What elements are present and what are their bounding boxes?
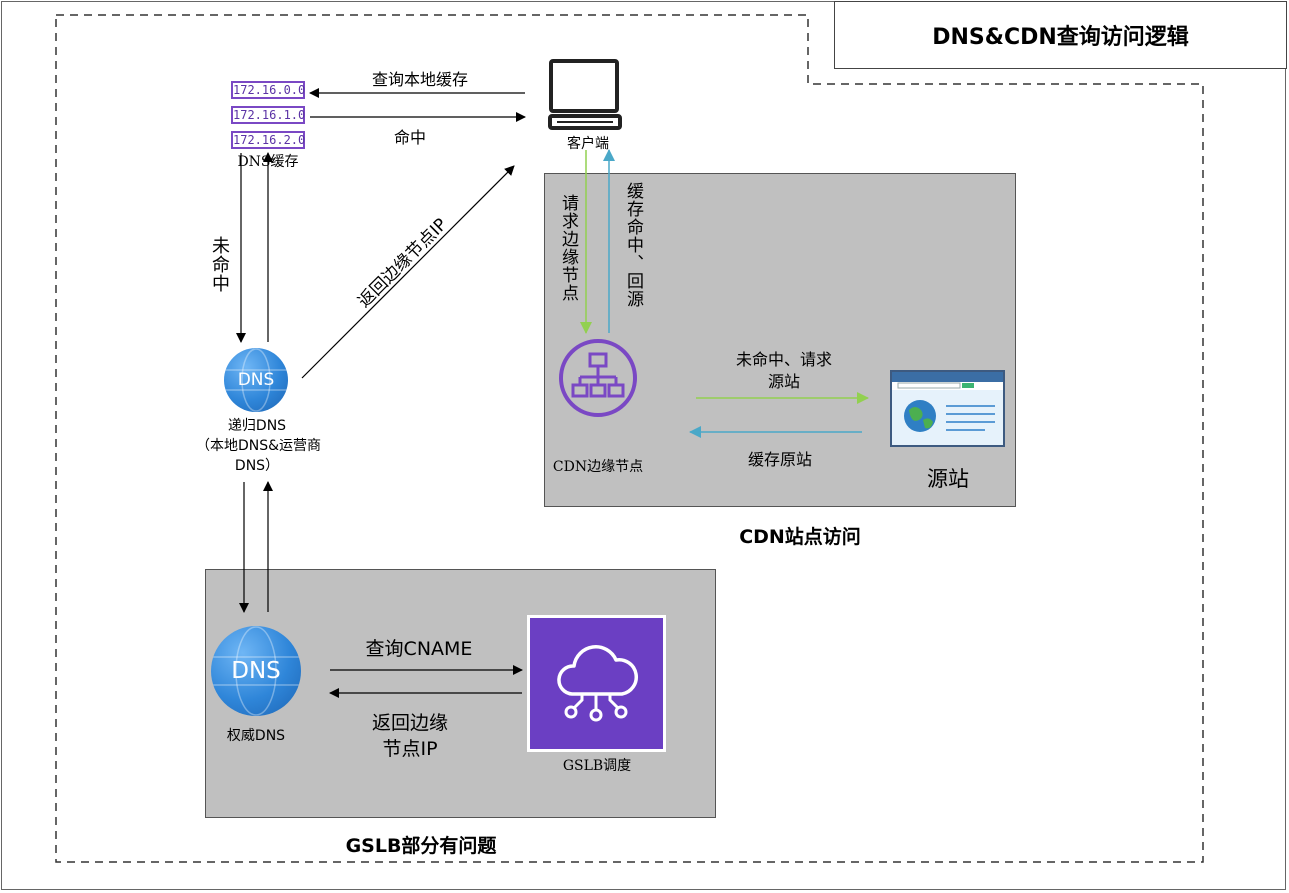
authoritative-dns-label: 权威DNS xyxy=(226,728,286,744)
diagram-title: DNS&CDN查询访问逻辑 xyxy=(834,1,1287,69)
edge-label-miss-request-origin: 未命中、请求 源站 xyxy=(714,349,854,393)
dashed-boundary xyxy=(55,14,1204,863)
cdn-panel xyxy=(544,173,1016,507)
edge-label-miss: 未命中 xyxy=(209,236,230,293)
edge-label-return-edge-ip: 返回边缘 节点IP xyxy=(344,710,476,762)
computer-icon xyxy=(548,59,622,130)
section-label-cdn: CDN站点访问 xyxy=(739,526,861,548)
edge-label-return-edge-ip-line1: 返回边缘 xyxy=(371,712,448,734)
recursive-dns-label-line2: （本地DNS&运营商 xyxy=(196,438,322,454)
cdn-edge-node-label: CDN边缘节点 xyxy=(552,459,644,475)
edge-label-miss-request-origin-line2: 源站 xyxy=(767,372,800,391)
edge-label-return-edge-ip-line2: 节点IP xyxy=(382,738,438,760)
edge-label-cache-origin: 缓存原站 xyxy=(747,450,812,469)
recursive-dns-label-line1: 递归DNS xyxy=(227,418,287,434)
cdn-edge-node-icon xyxy=(559,339,637,417)
edge-label-cache-hit-back: 缓存命中、回源 xyxy=(623,182,643,308)
recursive-dns-icon-text: DNS xyxy=(237,370,275,390)
origin-webpage-icon xyxy=(890,370,1005,447)
gslb-icon-frame xyxy=(527,615,666,752)
edge-label-query-local-cache: 查询本地缓存 xyxy=(371,70,468,89)
origin-label: 源站 xyxy=(927,467,969,491)
arrow-return-edge-ip xyxy=(301,165,515,379)
authoritative-dns-icon-text: DNS xyxy=(231,658,281,684)
recursive-dns-label: 递归DNS （本地DNS&运营商 DNS） xyxy=(196,416,322,476)
dns-cache-ip-2: 172.16.1.0 xyxy=(231,106,306,124)
edge-label-request-edge-node: 请求边缘节点 xyxy=(558,194,578,302)
recursive-dns-icon: DNS xyxy=(224,348,288,412)
recursive-dns-label-line3: DNS） xyxy=(234,458,280,474)
gslb-label: GSLB调度 xyxy=(562,758,632,774)
dns-cache-label: DNS缓存 xyxy=(237,154,299,170)
section-label-gslb: GSLB部分有问题 xyxy=(345,835,497,857)
gslb-icon-bg xyxy=(530,618,663,749)
globe-grid-icon xyxy=(224,348,288,412)
globe-grid-icon xyxy=(211,626,301,716)
authoritative-dns-icon: DNS xyxy=(211,626,301,716)
dns-cache-ip-3: 172.16.2.0 xyxy=(231,131,306,149)
dns-cache-ip-1: 172.16.0.0 xyxy=(231,81,306,99)
cloud-network-icon xyxy=(557,645,639,722)
edge-label-query-cname: 查询CNAME xyxy=(365,638,473,660)
edge-label-hit: 命中 xyxy=(393,128,426,147)
client-label: 客户端 xyxy=(567,136,609,152)
edge-label-miss-request-origin-line1: 未命中、请求 xyxy=(735,350,832,369)
